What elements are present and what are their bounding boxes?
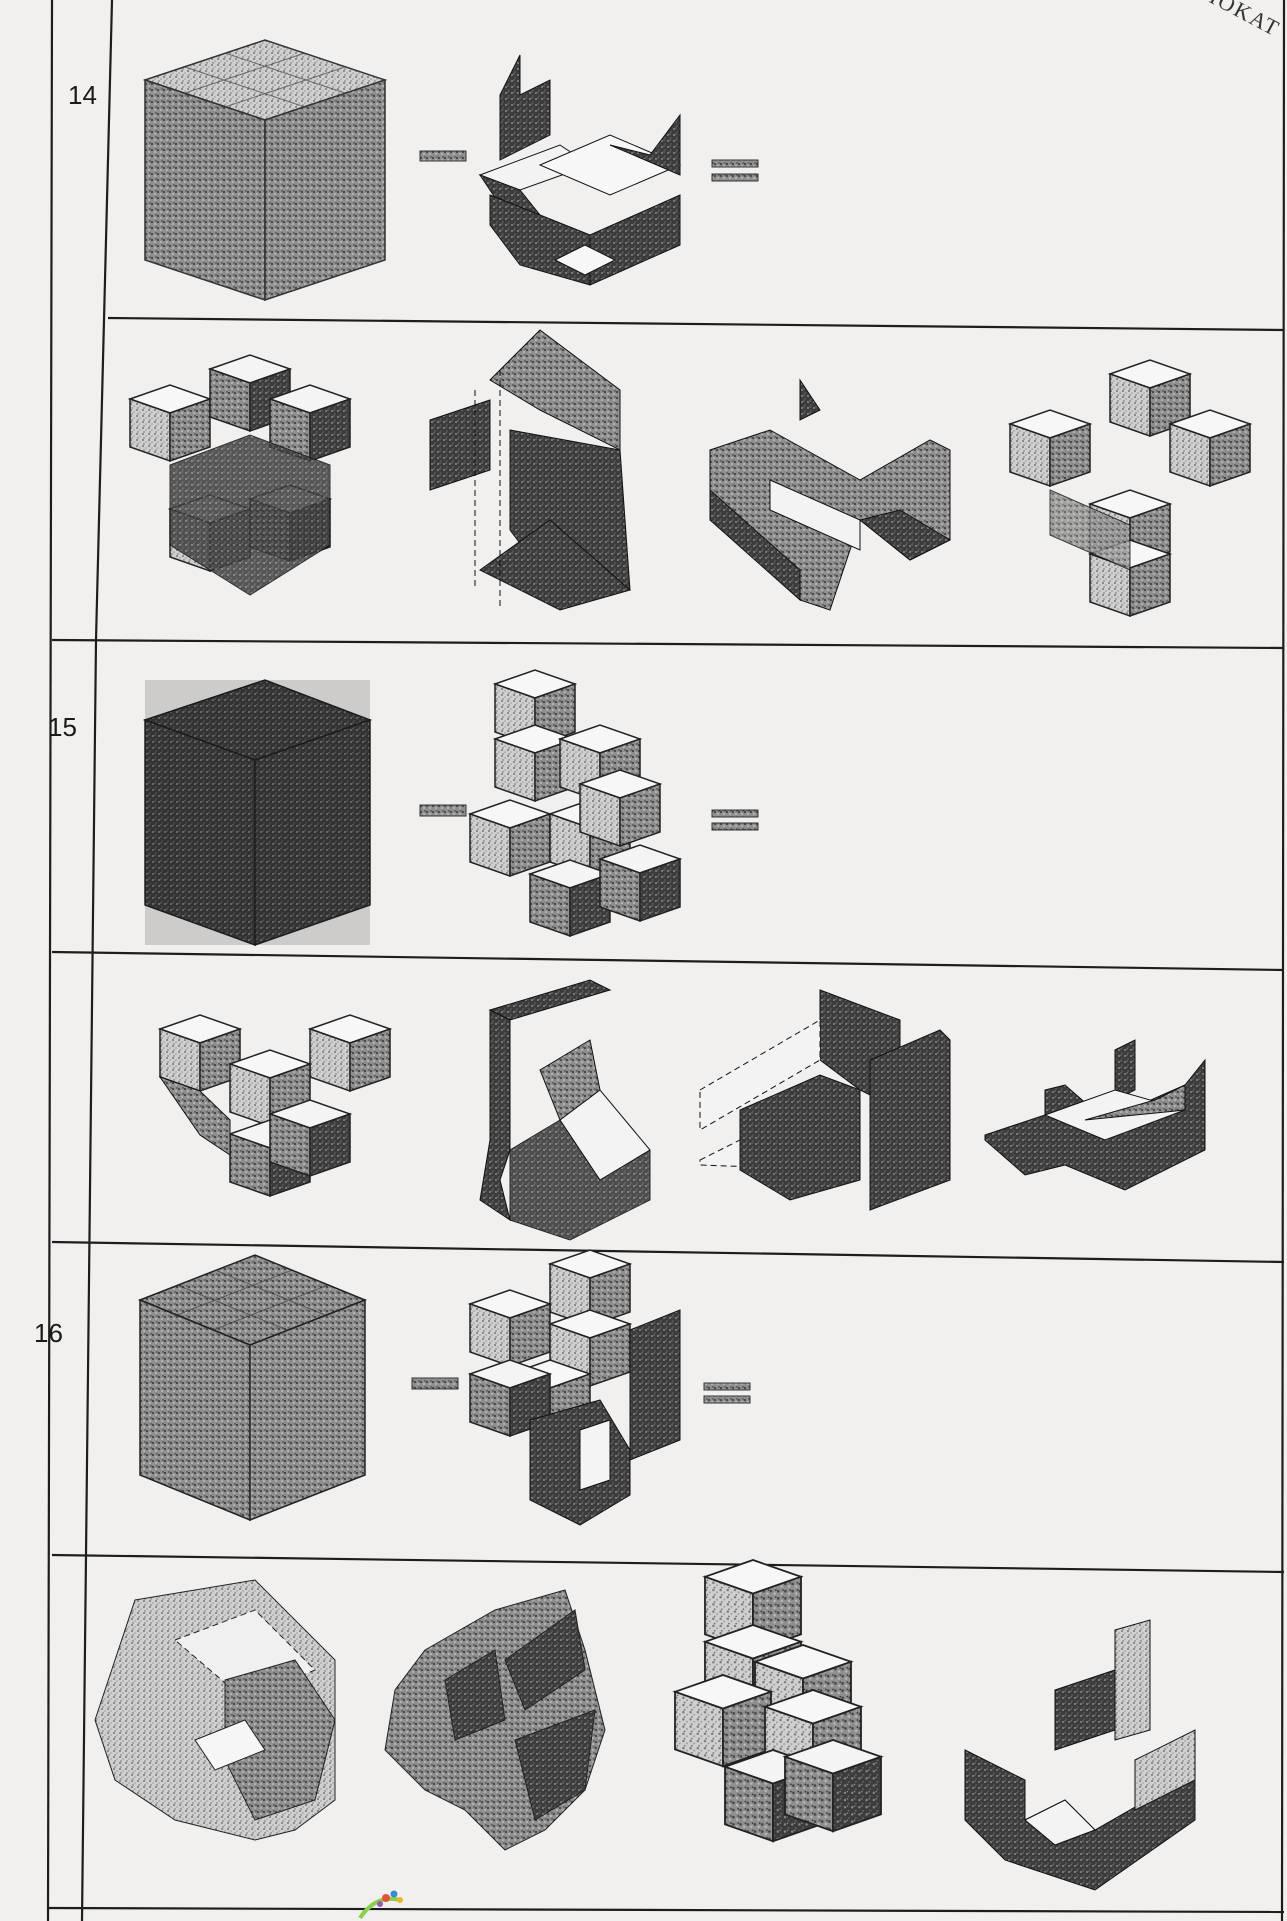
question-number-14: 14 — [68, 80, 97, 111]
q14-minus-icon — [420, 151, 466, 161]
question-number-15: 15 — [48, 712, 77, 743]
q16-minus-icon — [412, 1378, 458, 1389]
q15-cube — [145, 680, 370, 945]
q15-minus-icon — [420, 805, 466, 816]
question-number-16: 16 — [34, 1318, 63, 1349]
q16-cube — [140, 1255, 365, 1520]
q14-cube — [145, 40, 385, 300]
logo-icon — [356, 1888, 416, 1920]
